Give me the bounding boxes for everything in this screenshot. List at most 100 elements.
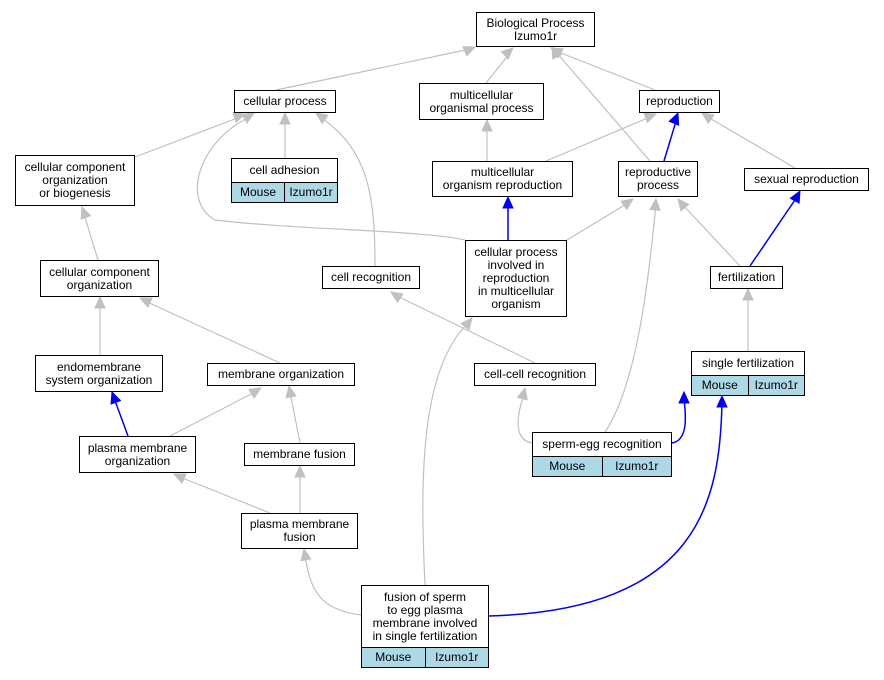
node-label: cellular process involved in reproductio… [474,245,558,311]
edge-sexrepro-repro-arrowhead [700,112,715,125]
node-plasma-membrane-fusion[interactable]: plasma membrane fusion [241,513,358,549]
node-label: cell-cell recognition [483,367,587,381]
node-label: single fertilization [701,356,795,370]
species-cell[interactable]: Mouse [533,457,602,476]
edge-fusion-pmfusion-arrowhead [300,547,312,562]
edge-spermegg-cellcell [517,394,533,444]
edge-fusion-single-arrowhead [716,394,728,408]
edge-reproproc-repro-arrowhead [668,111,680,126]
node-label: cellular process [243,94,327,108]
node-cell-recognition[interactable]: cell recognition [322,266,420,289]
node-endomembrane-system-organization[interactable]: endomembrane system organization [35,355,163,392]
edge-pmorg-endo [113,397,129,437]
edge-celladh-cellproc-arrowhead [279,111,291,125]
edge-spermegg-cellcell-arrowhead [516,386,528,401]
node-label: multicellular organism reproduction [442,165,563,192]
edge-spermegg-reproproc-arrowhead [649,197,661,211]
edge-multiorg-bp-arrowhead [500,47,514,60]
node-cell-adhesion[interactable]: cell adhesion Mouse Izumo1r [231,158,338,203]
edge-mor-multiorg-arrowhead [481,118,493,132]
edge-multiorg-bp [485,52,511,84]
edge-cpir-mor-arrowhead [502,195,514,209]
node-label: sexual reproduction [754,172,859,186]
node-label: membrane fusion [253,447,346,461]
node-cell-cell-recognition[interactable]: cell-cell recognition [474,363,596,386]
edge-memorg-cco [144,300,281,364]
node-sperm-egg-recognition[interactable]: sperm-egg recognition Mouse Izumo1r [532,432,672,477]
node-label: Biological Process Izumo1r [486,15,585,43]
edge-reproproc-bp-arrowhead [551,45,563,60]
edge-pmfusion-pmorg-arrowhead [172,473,187,485]
node-fusion-of-sperm-to-egg[interactable]: fusion of sperm to egg plasma membrane i… [361,585,489,668]
node-label: cell recognition [330,270,412,284]
gene-cell[interactable]: Izumo1r [284,183,337,202]
edge-fert-sexrepro [749,196,798,267]
edge-cellrec-cellproc [319,116,376,267]
edge-cpir-cellproc-arrowhead [241,112,256,124]
node-multicellular-organism-reproduction[interactable]: multicellular organism reproduction [432,161,573,197]
node-cellular-component-organization-or-biogenesis[interactable]: cellular component organization or bioge… [15,155,135,206]
edge-ccob-cellproc [134,116,241,158]
node-label: plasma membrane organization [87,440,188,468]
edge-memfusion-memorg-arrowhead [285,384,297,399]
node-cellular-component-organization[interactable]: cellular component organization [40,260,159,297]
node-cellular-process-involved-in-reproduction[interactable]: cellular process involved in reproductio… [465,240,567,317]
species-cell[interactable]: Mouse [692,376,748,395]
node-multicellular-organismal-process[interactable]: multicellular organismal process [419,83,544,120]
node-label: fusion of sperm to egg plasma membrane i… [372,589,478,643]
node-sexual-reproduction[interactable]: sexual reproduction [744,168,869,191]
edge-pmorg-memorg [169,391,256,437]
edge-spermegg-single [671,397,687,444]
species-cell[interactable]: Mouse [362,648,425,667]
node-fertilization[interactable]: fertilization [710,266,783,289]
edge-fusion-cpir-arrowhead [460,317,473,331]
edge-endo-cco-arrowhead [94,295,106,309]
edge-cellproc-bp [275,48,471,91]
node-label: reproduction [646,94,713,108]
edge-fert-sexrepro-arrowhead [789,189,801,204]
edge-single-fert-arrowhead [742,287,754,301]
node-label: endomembrane system organization [45,359,153,387]
edge-cpir-reproproc [566,202,629,241]
node-plasma-membrane-organization[interactable]: plasma membrane organization [79,436,196,473]
node-reproduction[interactable]: reproduction [639,90,720,113]
edge-memorg-cco-arrowhead [138,297,153,309]
gene-cell[interactable]: Izumo1r [601,457,671,476]
node-membrane-organization[interactable]: membrane organization [207,363,355,386]
node-label: fertilization [717,270,776,284]
edge-fert-reproproc [681,203,741,267]
node-label: membrane organization [217,367,345,381]
node-label: cellular component organization or bioge… [24,160,126,200]
node-membrane-fusion[interactable]: membrane fusion [244,443,355,466]
annotation-row: Mouse Izumo1r [362,647,488,667]
edge-pmorg-memorg-arrowhead [248,387,263,399]
species-cell[interactable]: Mouse [232,183,284,202]
node-label: reproductive process [624,165,692,192]
edge-memfusion-memorg [289,391,301,444]
edge-fusion-pmfusion [304,554,362,616]
node-reproductive-process[interactable]: reproductive process [618,161,698,197]
node-single-fertilization[interactable]: single fertilization Mouse Izumo1r [691,351,805,396]
edge-pmfusion-memfusion-arrowhead [294,464,306,478]
edge-cco-ccob-arrowhead [80,205,92,220]
node-label: multicellular organismal process [429,87,534,115]
edge-cellcell-cellrec [394,294,536,364]
edge-cellcell-cellrec-arrowhead [389,291,404,304]
edge-fusion-cpir [422,322,469,586]
edge-cellproc-bp-arrowhead [462,46,477,57]
edge-cpir-cellproc [196,116,466,241]
edge-cco-ccob [83,213,99,261]
edge-spermegg-single-arrowhead [678,390,690,404]
edge-pmorg-endo-arrowhead [110,390,122,405]
node-biological-process[interactable]: Biological Process Izumo1r [476,12,595,47]
gene-cell[interactable]: Izumo1r [747,376,804,395]
annotation-row: Mouse Izumo1r [232,182,337,202]
edge-spermegg-reproproc [604,204,657,433]
edge-fusion-single [488,401,723,617]
annotation-row: Mouse Izumo1r [533,456,671,476]
node-cellular-process[interactable]: cellular process [234,90,336,113]
edge-reproproc-repro [663,117,678,162]
gene-cell[interactable]: Izumo1r [424,648,488,667]
